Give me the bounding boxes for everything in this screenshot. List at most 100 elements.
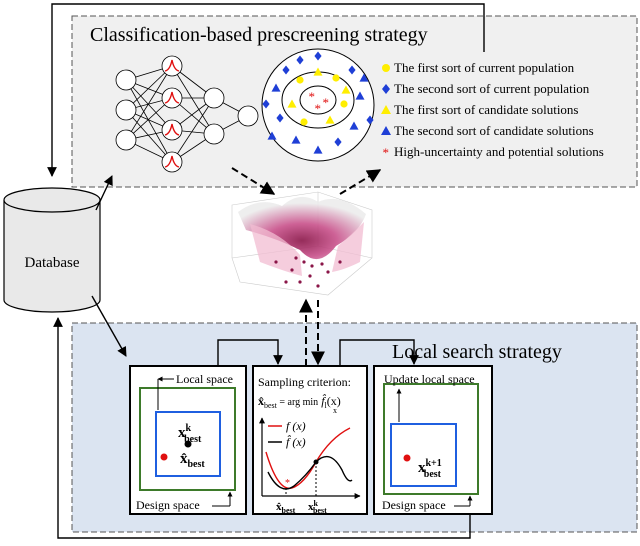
update-local-space-label: Update local space <box>384 372 475 386</box>
arrow-top-loop <box>47 3 485 177</box>
surface-sample-dot <box>294 256 298 260</box>
legend-marker-triangle <box>381 105 391 114</box>
surface-sample-dot <box>284 280 288 284</box>
sample-point-star: * <box>323 95 330 110</box>
surface-plot <box>231 191 373 296</box>
legend-fhat-label: f̂ (x) <box>286 434 306 449</box>
surface-sample-dot <box>298 280 302 284</box>
sample-point-star: * <box>309 89 316 104</box>
legend-marker-star: * <box>383 145 390 160</box>
nn-connection <box>171 97 215 163</box>
legend-label: The first sort of current population <box>394 60 575 75</box>
sample-point-circle <box>300 118 308 126</box>
database: Database <box>3 187 101 313</box>
neural-network <box>115 55 259 173</box>
sample-point-diamond <box>348 65 356 75</box>
xk1-best-point <box>403 454 411 462</box>
sample-point-diamond <box>296 55 304 65</box>
surface-sample-dot <box>308 274 312 278</box>
nn-hidden-node <box>161 87 183 109</box>
nn-connection <box>125 79 173 131</box>
flow-arrows <box>47 3 485 539</box>
sample-point-diamond <box>262 99 270 109</box>
sample-point-triangle <box>313 145 323 154</box>
xk-best-point <box>184 440 192 448</box>
sample-point-triangle <box>341 85 351 94</box>
design-space-label-1: Design space <box>136 498 200 512</box>
local-search-title: Local search strategy <box>392 341 562 363</box>
sample-point-triangle <box>271 83 281 92</box>
nn-connection <box>125 65 173 111</box>
candidate-star-mark: * <box>285 478 290 489</box>
xhat-best-point <box>160 453 168 461</box>
nn-hidden-node <box>203 123 225 145</box>
arrow-panel1-to-panel2 <box>217 339 283 366</box>
sample-point-circle <box>296 76 304 84</box>
arrow-surface-to-scatter <box>339 169 382 195</box>
nn-connection <box>125 65 173 141</box>
legend-f-label: f (x) <box>286 419 306 433</box>
nn-connection <box>125 79 173 163</box>
legend-label: The first sort of candidate solutions <box>394 102 579 117</box>
nn-connection <box>171 65 215 135</box>
formula-under-x: x <box>333 406 337 415</box>
sample-point-triangle <box>267 131 277 140</box>
sample-point-diamond <box>282 65 290 75</box>
sample-point-diamond <box>366 115 374 125</box>
gaussian-kernel-icon <box>164 123 180 136</box>
sample-point-triangle <box>355 91 365 100</box>
surface-sample-dot <box>302 260 306 264</box>
legend-label: High-uncertainty and potential solutions <box>394 144 604 159</box>
gaussian-kernel-icon <box>164 59 180 72</box>
sample-point-diamond <box>314 51 322 61</box>
legend-marker-circle <box>382 64 390 72</box>
local-space-label: Local space <box>176 372 233 386</box>
arrow-panel2-to-panel3 <box>339 339 419 366</box>
sample-point-diamond <box>276 113 284 123</box>
arrow-db-to-prescreen <box>95 175 113 211</box>
sample-point-triangle <box>287 99 297 108</box>
sample-point-triangle <box>313 67 323 76</box>
surface-sample-dot <box>320 262 324 266</box>
sample-point-triangle <box>291 135 301 144</box>
surface-sample-dot <box>338 260 342 264</box>
nn-hidden-node <box>203 87 225 109</box>
nn-input-node <box>115 99 137 121</box>
arrow-db-to-local <box>91 295 127 357</box>
xhat-best-label: x̂best <box>180 451 205 470</box>
surface-sample-dot <box>326 270 330 274</box>
arrow-bottom-loop <box>53 317 471 539</box>
xhat-axis-label: x̂best <box>276 501 296 515</box>
sample-point-circle <box>340 100 348 108</box>
prescreening-title: Classification-based prescreening strate… <box>90 24 428 46</box>
legend-label: The second sort of candidate solutions <box>394 123 594 138</box>
sample-point-triangle <box>325 115 335 124</box>
sample-point-triangle <box>349 121 359 130</box>
gaussian-kernel-icon <box>164 91 180 104</box>
legend-marker-triangle <box>381 126 391 135</box>
sample-point-diamond <box>334 137 342 147</box>
true-function-curve <box>265 427 351 490</box>
sample-point-circle <box>332 74 340 82</box>
classification-scatter: *** <box>261 48 375 162</box>
nn-hidden-node <box>161 55 183 77</box>
surface-sample-dot <box>310 264 314 268</box>
nn-input-node <box>115 69 137 91</box>
legend-marker-diamond <box>382 84 390 94</box>
surface-sample-dot <box>274 260 278 264</box>
nn-hidden-node <box>161 119 183 141</box>
database-label: Database <box>25 255 80 271</box>
surface-sample-dot <box>290 268 294 272</box>
surface-sample-dot <box>316 284 320 288</box>
design-space-label-2: Design space <box>382 498 446 512</box>
nn-connection <box>125 109 173 163</box>
current-best-point <box>313 459 319 465</box>
